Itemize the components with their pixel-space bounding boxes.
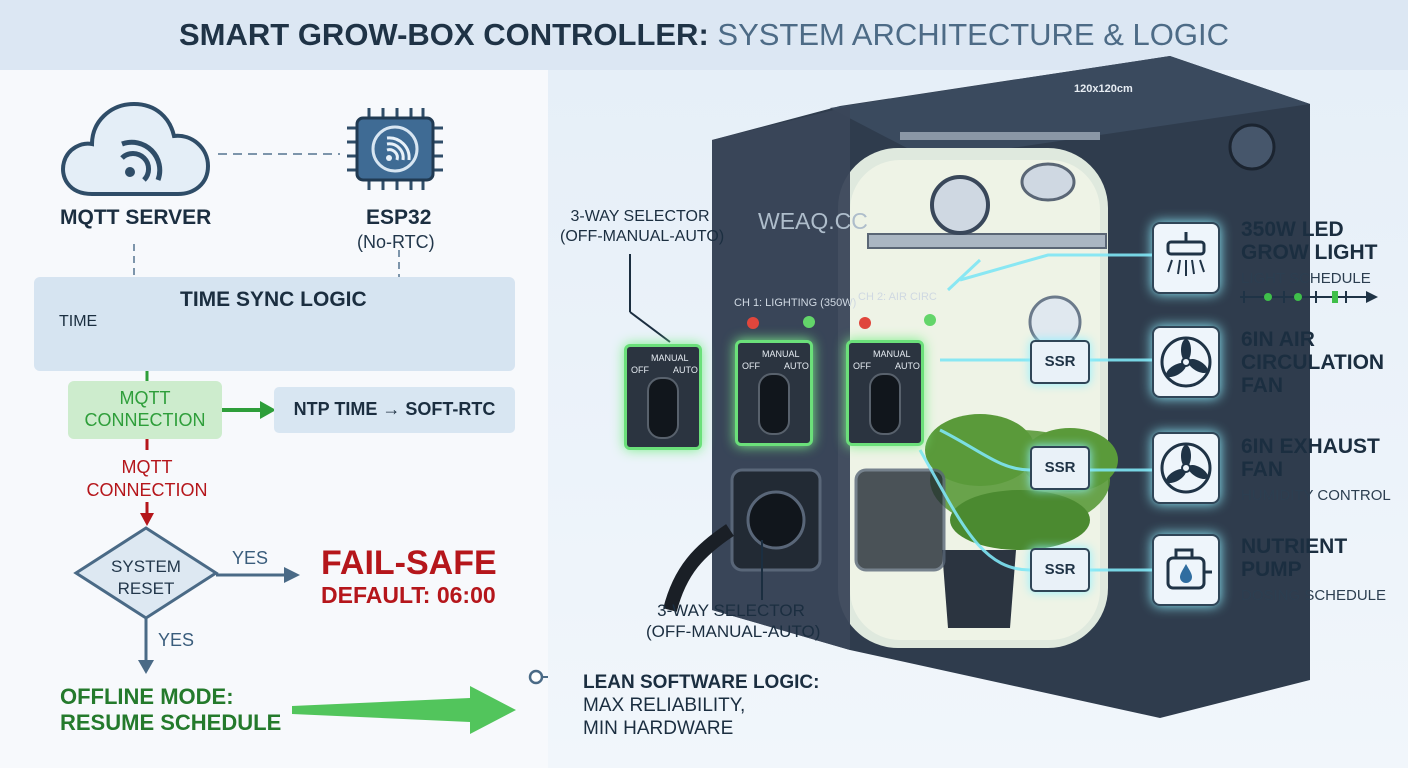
ntp-box [274,387,515,433]
esp32-chip-icon [347,108,443,190]
time-sync-box [34,277,515,371]
ssr-relay-1: SSR [1030,340,1090,384]
device-label-grow-light: 350W LED GROW LIGHT LIGHT SCHEDULE [1241,218,1378,287]
esp32-sublabel: (No-RTC) [357,232,435,252]
fail-safe-default: DEFAULT: 06:00 [321,582,496,608]
svg-text:120x120cm: 120x120cm [1074,83,1133,95]
selector-switch-2[interactable]: MANUAL OFF AUTO [735,340,813,446]
switch-knob-icon [869,373,901,435]
light-schedule-timeline [1240,291,1378,303]
yes-right-label: YES [232,548,269,568]
device-label-air-fan: 6IN AIR CIRCULATION FAN [1241,328,1385,397]
fan-icon [1152,326,1220,398]
time-sync-title: TIME SYNC LOGIC [180,288,367,311]
esp32-label: ESP32 [366,206,432,229]
grow-light-icon [1152,222,1220,294]
grow-tent-illustration: 120x120cm [663,56,1310,718]
lean-logic-label: LEAN SOFTWARE LOGIC:MAX RELIABILITY,MIN … [583,672,820,739]
selector-label-top: 3-WAY SELECTOR(OFF-MANUAL-AUTO) [560,208,725,245]
fail-safe-title: FAIL-SAFE [321,544,497,582]
channel-1-label: CH 1: LIGHTING (350W) [734,297,857,309]
ntp-soft-rtc-label: NTP TIME → SOFT-RTC [293,399,496,419]
switch-knob-icon [647,377,679,439]
cloud-wifi-icon [61,101,211,196]
device-label-exhaust-fan: 6IN EXHAUST FAN HUMIDITY CONTROL [1241,435,1391,504]
selector-switch-3[interactable]: MANUAL OFF AUTO [846,340,924,446]
page-title: SMART GROW-BOX CONTROLLER: SYSTEM ARCHIT… [179,17,1229,52]
channel-2-label: CH 2: AIR CIRC [858,291,937,303]
ssr-relay-3: SSR [1030,548,1090,592]
time-axis-label: TIME [59,313,98,330]
yes-down-label: YES [158,630,195,650]
device-label-nutrient-pump: NUTRIENT PUMP DOSING SCHEDULE [1241,535,1387,604]
brand-label: WEAQ.CC [758,208,868,234]
mqtt-server-label: MQTT SERVER [60,206,212,229]
pump-icon [1152,534,1220,606]
switch-knob-icon [758,373,790,435]
exhaust-fan-icon [1152,432,1220,504]
selector-switch-1[interactable]: MANUAL OFF AUTO [624,344,702,450]
selector-pointer-top [629,254,671,343]
offline-mode-label: OFFLINE MODE:RESUME SCHEDULE [60,684,282,735]
mqtt-connection-success-box [68,381,222,439]
ssr-relay-2: SSR [1030,446,1090,490]
selector-label-bottom: 3-WAY SELECTOR(OFF-MANUAL-AUTO) [646,601,821,641]
